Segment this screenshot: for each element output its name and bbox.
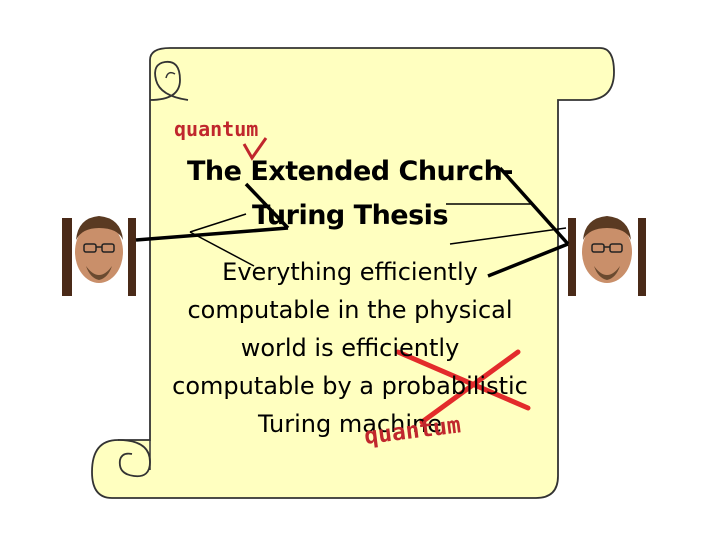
checkmark-caret-icon: [242, 137, 268, 161]
body-line-2: computable in the physical: [187, 296, 513, 324]
scroll-graphic: [91, 47, 615, 499]
x-cross-out-icon: [395, 349, 531, 425]
right-person-photo: [568, 216, 646, 296]
left-person-photo: [62, 216, 136, 296]
body-line-1: Everything efficiently: [222, 258, 478, 286]
title-line-1: The Extended Church-: [186, 156, 514, 187]
thesis-statement: Everything efficiently computable in the…: [150, 253, 550, 443]
pointer-lines: [135, 166, 570, 278]
title-line-2: Turing Thesis: [251, 200, 449, 231]
quantum-insert-top: quantum: [174, 117, 259, 141]
body-line-3: world is efficiently: [240, 334, 460, 362]
body-line-5: Turing machine: [258, 410, 442, 438]
body-line-4: computable by a probabilistic: [172, 372, 528, 400]
thesis-title: The Extended Church- Turing Thesis: [150, 150, 550, 238]
